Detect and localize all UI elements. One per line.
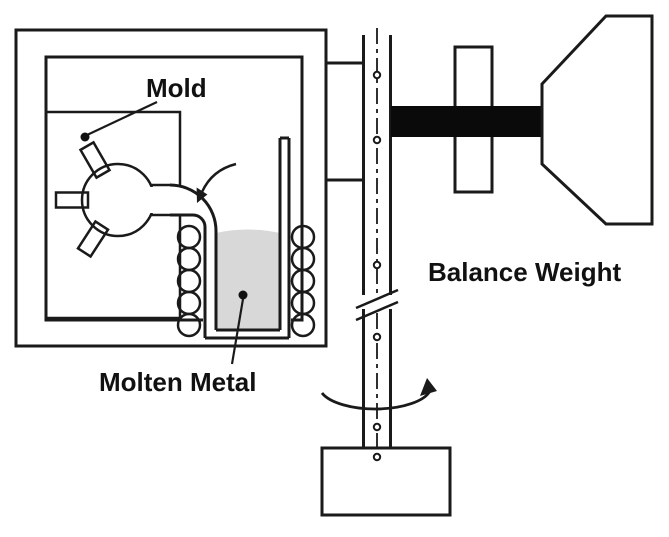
induction-coil: [176, 312, 202, 338]
flow-arrow: [196, 162, 237, 203]
annotations: Mold Molten Metal Balance Weight: [80, 73, 621, 397]
shaft-hole: [372, 332, 382, 342]
shaft-break: [355, 300, 399, 322]
pour-spout: [169, 183, 218, 330]
base-block: [320, 446, 452, 517]
outer-housing: [14, 28, 328, 348]
sprue-opening: [148, 187, 173, 213]
pour-spout: [170, 213, 207, 338]
flow-arrowhead: [196, 187, 208, 203]
mold-label: Mold: [146, 73, 207, 103]
mold-pointer-dot: [80, 132, 90, 142]
shaft-break: [355, 288, 399, 310]
induction-coil: [176, 268, 202, 294]
shaft-hole: [372, 70, 382, 80]
mold-cavity-vane: [76, 219, 110, 259]
mold-leader-line: [86, 101, 158, 136]
rotation-arrow: [320, 378, 437, 411]
balance-arm-bar: [391, 106, 542, 137]
mold-cavity-circle: [80, 162, 156, 238]
balance-assembly: [391, 14, 654, 226]
shaft-hole: [372, 452, 382, 462]
induction-coil: [176, 224, 202, 250]
molten-metal-label: Molten Metal: [99, 367, 256, 397]
induction-coil: [176, 290, 202, 316]
shaft-hole: [372, 422, 382, 432]
shaft-hole: [372, 135, 382, 145]
mold-cavity: [54, 140, 173, 259]
shaft-hole: [372, 260, 382, 270]
balance-weight-block: [540, 14, 654, 226]
induction-coil: [176, 246, 202, 272]
mold-cavity-vane: [54, 191, 90, 209]
mold-cavity-vane: [78, 140, 112, 180]
crucible: [169, 136, 291, 340]
support-arm: [326, 61, 363, 182]
shaft-break-gap: [357, 295, 397, 309]
spindle-shaft: [355, 28, 399, 452]
molten-metal: [216, 229, 280, 330]
molten-metal-leader-line: [230, 298, 245, 365]
molten-metal-pointer-dot: [238, 290, 248, 300]
balance-weight-label: Balance Weight: [428, 257, 621, 287]
pour-spout-bore: [170, 185, 216, 260]
rotation-arrowhead: [420, 378, 437, 396]
induction-coils: [176, 224, 316, 338]
induction-coil: [290, 312, 316, 338]
